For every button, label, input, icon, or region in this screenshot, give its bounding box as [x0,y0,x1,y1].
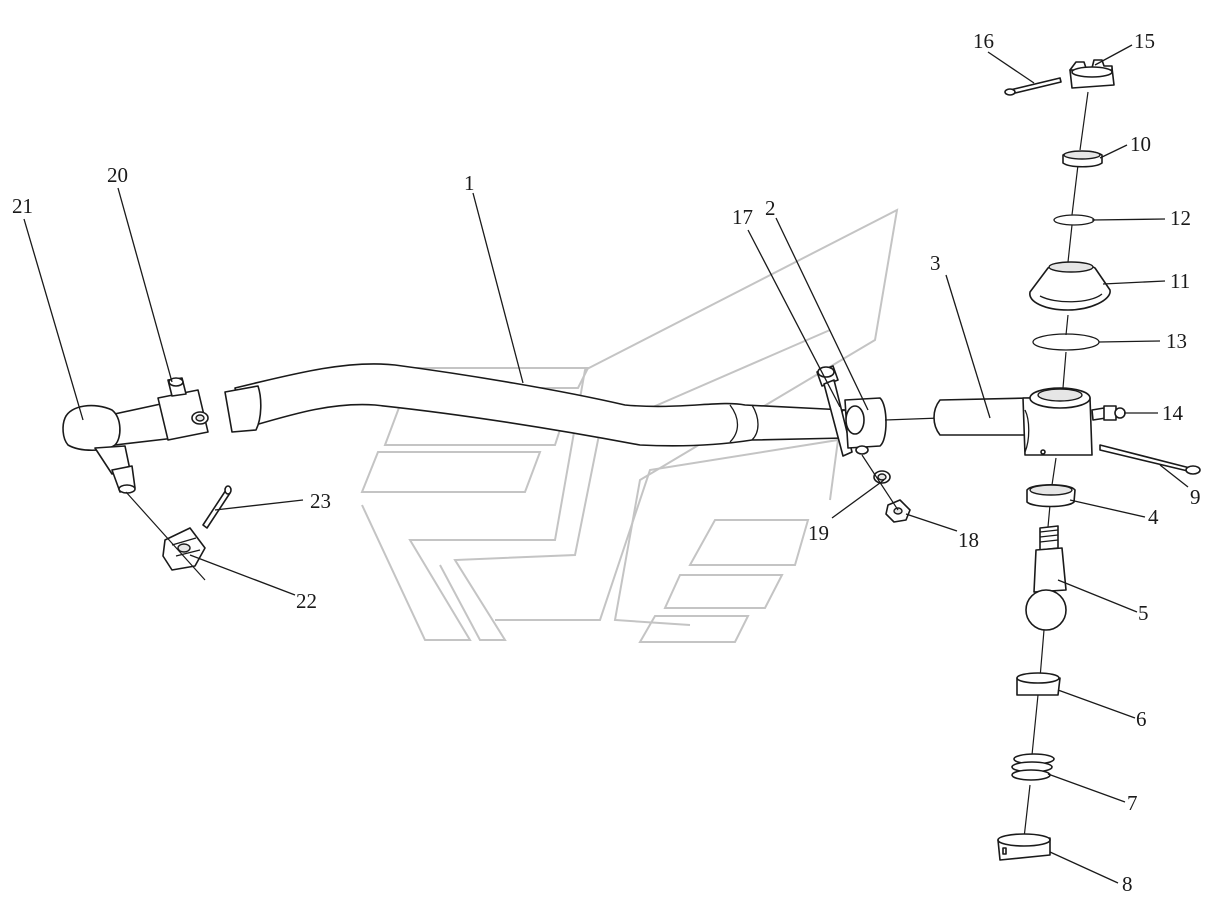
callout-12: 12 [1170,206,1191,230]
leader-lines [23,44,1189,884]
right-assembly-axis [1023,91,1089,839]
right-clamp [844,397,887,455]
washer [873,470,891,484]
callout-20: 20 [107,163,128,187]
callout-19: 19 [808,521,829,545]
callout-10: 10 [1130,132,1151,156]
ball-stud [1025,525,1067,631]
callout-23: 23 [310,489,331,513]
callout-16: 16 [973,29,994,53]
right-tie-rod-end [933,387,1093,456]
callout-5: 5 [1138,601,1149,625]
spring [1011,753,1055,781]
top-cotter-pin [1004,77,1062,96]
left-assembly-axis [125,491,206,581]
hex-nut [885,499,911,523]
callout-6: 6 [1136,707,1147,731]
callout-17: 17 [732,205,753,229]
left-cotter-pin [202,485,232,529]
dust-boot [1029,261,1111,311]
callout-8: 8 [1122,872,1133,896]
callout-3: 3 [930,251,941,275]
callout-15: 15 [1134,29,1155,53]
callout-7: 7 [1127,791,1138,815]
callout-11: 11 [1170,269,1190,293]
callout-4: 4 [1148,505,1159,529]
callout-labels: 1 2 3 4 5 6 7 8 9 10 11 12 13 14 15 16 1… [12,29,1201,896]
left-castle-nut [162,527,206,571]
bearing-ring [1026,483,1076,508]
right-cotter-pin [1099,444,1201,475]
clamp-bolt [816,365,853,457]
grease-fitting [1091,405,1126,421]
end-cap [997,833,1051,861]
callout-2: 2 [765,196,776,220]
bushing [1016,672,1061,696]
callout-9: 9 [1190,485,1201,509]
top-castle-nut [1069,59,1115,89]
tie-rod-tube [224,363,849,447]
callout-22: 22 [296,589,317,613]
callout-1: 1 [464,171,475,195]
callout-14: 14 [1162,401,1184,425]
clamp-to-end-axis [884,417,941,421]
callout-18: 18 [958,528,979,552]
callout-13: 13 [1166,329,1187,353]
callout-21: 21 [12,194,33,218]
spring-seat [1062,150,1103,168]
left-tie-rod-end [62,401,176,494]
ring-13 [1032,333,1100,351]
ring-12 [1053,214,1095,226]
left-clamp [157,377,209,441]
